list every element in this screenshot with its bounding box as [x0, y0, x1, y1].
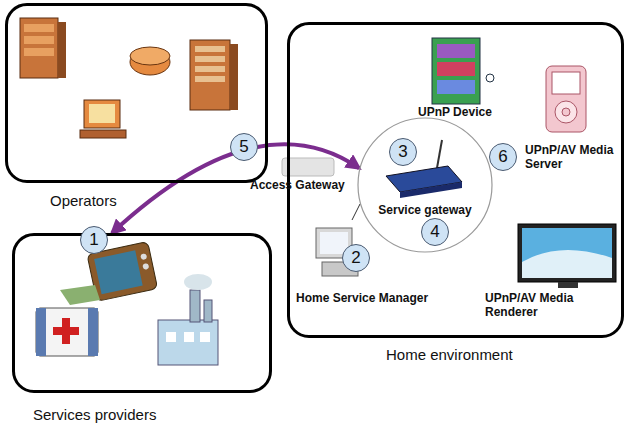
group-title: Services providers	[33, 406, 156, 423]
server-rack	[20, 18, 66, 78]
group-title: Operators	[50, 192, 117, 209]
group-title: Home environment	[386, 346, 513, 363]
callout-number: 4	[421, 218, 449, 246]
group-box: Services providers	[12, 233, 272, 393]
device-label: UPnP/AV Media Server	[525, 143, 621, 171]
device-label: Home Service Manager	[296, 291, 466, 305]
callout-number: 6	[489, 143, 517, 171]
device-label: UPnP Device	[418, 105, 518, 119]
group-box: Operators	[5, 3, 268, 183]
callout-number: 1	[80, 226, 108, 254]
callout-number: 2	[342, 244, 370, 272]
device-label: Access Gateway	[250, 178, 360, 192]
upnp-device-icon	[432, 38, 494, 104]
node-label: Service gateway	[378, 203, 471, 217]
tv-icon	[518, 224, 616, 288]
ambulance-icon	[36, 285, 100, 356]
factory-icon	[158, 274, 218, 365]
router-icon	[130, 47, 170, 75]
computer-icon	[80, 100, 126, 138]
callout-number: 5	[230, 133, 258, 161]
device-label: UPnP/AV Media Renderer	[485, 291, 605, 319]
callout-number: 3	[389, 138, 417, 166]
media-server-icon	[546, 66, 586, 132]
server-tower	[190, 40, 238, 110]
